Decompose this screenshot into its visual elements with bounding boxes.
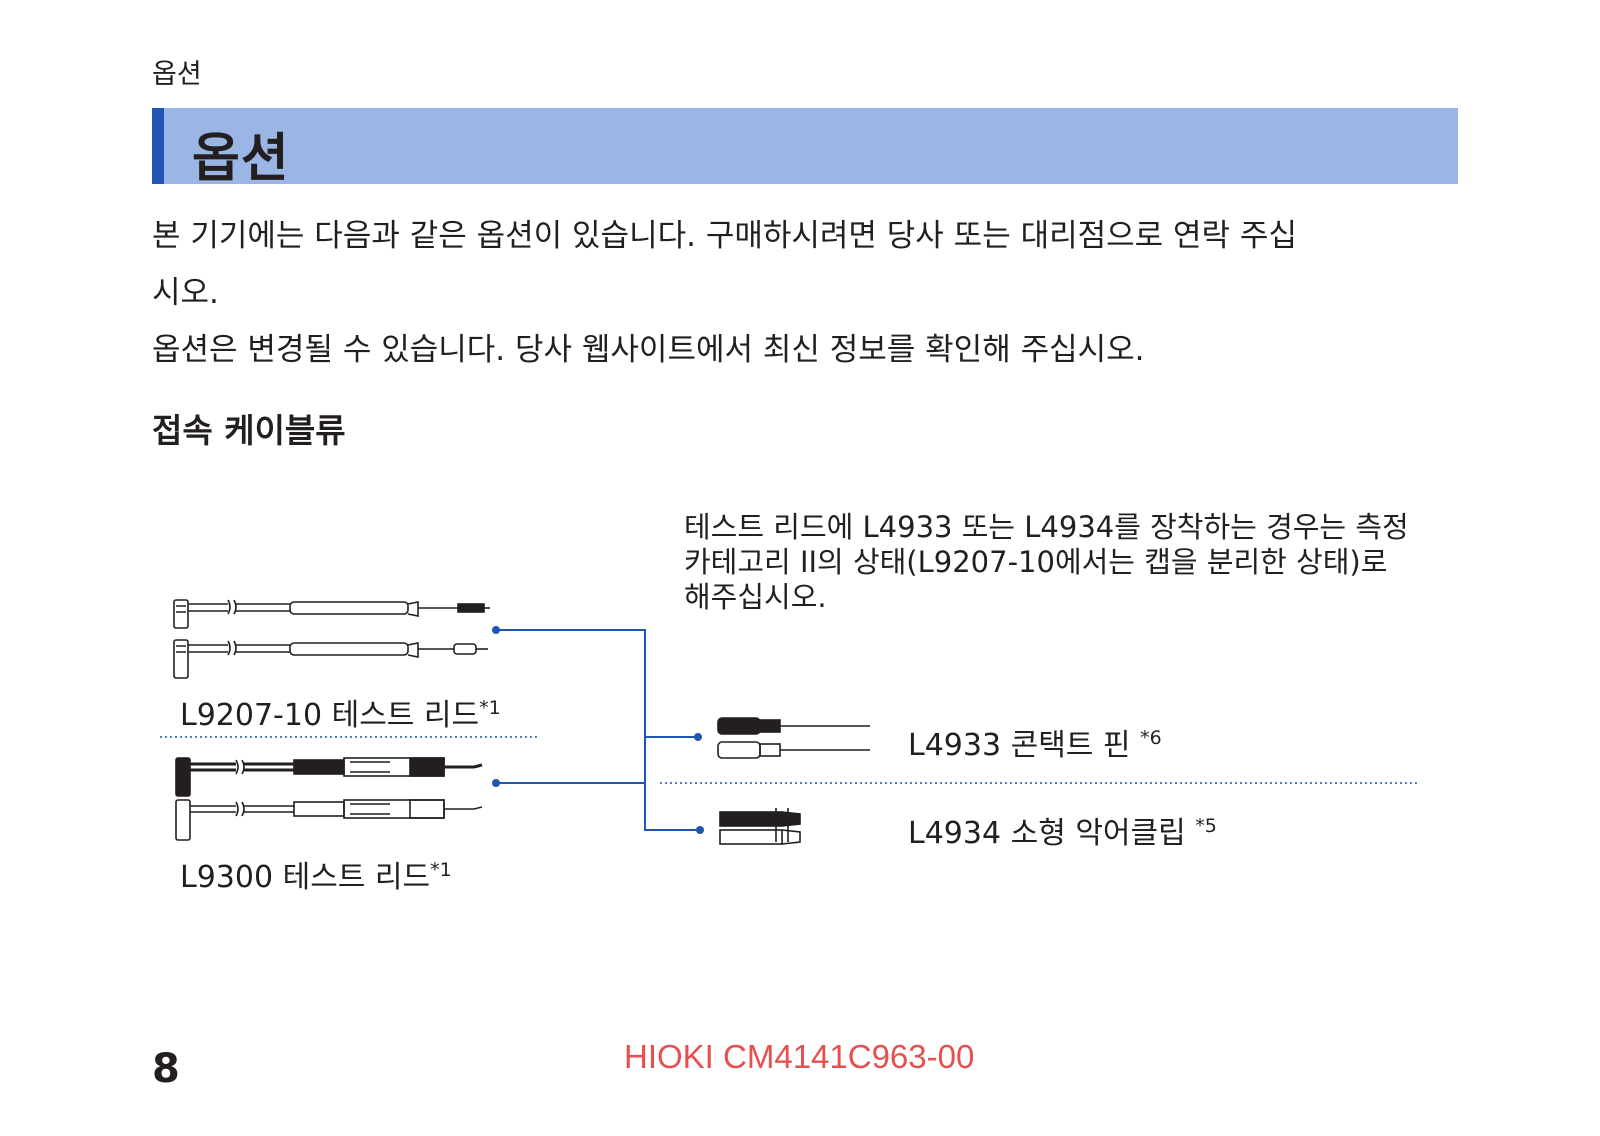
document-code: HIOKI CM4141C963-00 xyxy=(624,1038,975,1075)
title-bar: 옵션 xyxy=(152,108,1458,189)
intro-line: 시오. xyxy=(152,275,219,311)
item-label-l9207-10: L9207-10 테스트 리드*1 xyxy=(180,697,501,733)
intro-line: 옵션은 변경될 수 있습니다. 당사 웹사이트에서 최신 정보를 확인해 주십시… xyxy=(152,332,1145,368)
footnote-mark: *6 xyxy=(1140,727,1162,749)
note-line: 테스트 리드에 L4933 또는 L4934를 장착하는 경우는 측정 xyxy=(684,510,1409,544)
l4934-alligator-clip-illustration xyxy=(719,808,801,845)
l9207-10-lead-illustration xyxy=(173,599,490,679)
intro-text: 본 기기에는 다음과 같은 옵션이 있습니다. 구매하시려면 당사 또는 대리점… xyxy=(152,208,1472,379)
item-label-l9300: L9300 테스트 리드*1 xyxy=(180,859,452,895)
category-note: 테스트 리드에 L4933 또는 L4934를 장착하는 경우는 측정 카테고리… xyxy=(684,510,1464,615)
item-label-l4933: L4933 콘택트 핀 *6 xyxy=(908,727,1162,763)
running-head: 옵션 xyxy=(152,59,202,90)
l4933-contact-pin-illustration xyxy=(717,717,870,759)
section-heading: 접속 케이블류 xyxy=(152,411,346,450)
intro-line: 본 기기에는 다음과 같은 옵션이 있습니다. 구매하시려면 당사 또는 대리점… xyxy=(152,218,1297,254)
footnote-mark: *1 xyxy=(430,859,452,881)
connector-lines xyxy=(496,629,700,831)
page-title: 옵션 xyxy=(192,129,290,189)
item-label-l4934: L4934 소형 악어클립 *5 xyxy=(908,815,1217,851)
note-line: 해주십시오. xyxy=(684,580,827,614)
footnote-mark: *5 xyxy=(1195,815,1217,837)
connector-dots xyxy=(492,626,704,834)
note-line: 카테고리 II의 상태(L9207-10에서는 캡을 분리한 상태)로 xyxy=(684,545,1388,579)
footnote-mark: *1 xyxy=(479,697,501,719)
l9300-lead-illustration xyxy=(175,757,483,841)
page-number: 8 xyxy=(152,1046,180,1092)
